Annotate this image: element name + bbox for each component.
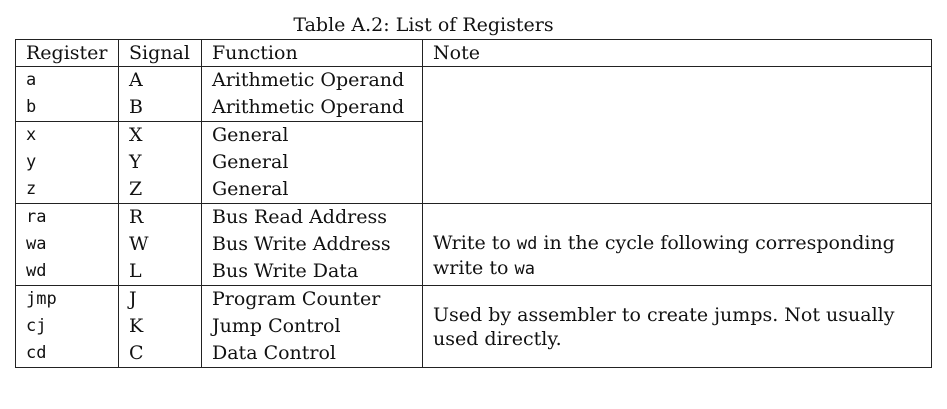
table-header-row: Register Signal Function Note bbox=[15, 39, 932, 67]
signal-cell: L bbox=[118, 258, 202, 286]
column-header-register: Register bbox=[15, 39, 119, 67]
function-cell: Arithmetic Operand bbox=[201, 66, 423, 94]
table-row: x X General bbox=[15, 121, 932, 204]
function-cell: Data Control bbox=[201, 340, 423, 368]
note-text: in the cycle following corresponding wri… bbox=[433, 232, 895, 279]
function-cell: Program Counter bbox=[201, 285, 423, 313]
table-row: ra R Bus Read Address Write to wd in the… bbox=[15, 203, 932, 286]
register-cell: wd bbox=[15, 258, 119, 286]
register-cell: y bbox=[15, 149, 119, 176]
signal-cell: X bbox=[118, 121, 202, 149]
signal-cell: C bbox=[118, 340, 202, 368]
table-row: y Y General bbox=[15, 149, 932, 176]
signal-cell: W bbox=[118, 231, 202, 258]
function-cell: Jump Control bbox=[201, 313, 423, 340]
note-cell-control: Used by assembler to create jumps. Not u… bbox=[422, 285, 932, 368]
table-row: cd C Data Control bbox=[15, 340, 932, 368]
signal-cell: R bbox=[118, 203, 202, 231]
signal-cell: K bbox=[118, 313, 202, 340]
note-cell-empty bbox=[422, 121, 932, 204]
note-code-wd: wd bbox=[516, 234, 538, 254]
register-cell: jmp bbox=[15, 285, 119, 313]
note-cell-empty bbox=[422, 66, 932, 122]
column-header-signal: Signal bbox=[118, 39, 202, 67]
table-row: a A Arithmetic Operand bbox=[15, 66, 932, 122]
signal-cell: Z bbox=[118, 176, 202, 204]
register-cell: a bbox=[15, 66, 119, 94]
function-cell: Bus Read Address bbox=[201, 203, 423, 231]
function-cell: General bbox=[201, 149, 423, 176]
table-caption: Table A.2: List of Registers bbox=[293, 14, 554, 36]
note-cell-bus-write: Write to wd in the cycle following corre… bbox=[422, 203, 932, 286]
note-text: Write to bbox=[433, 232, 517, 254]
register-cell: cj bbox=[15, 313, 119, 340]
function-cell: General bbox=[201, 121, 423, 149]
function-cell: General bbox=[201, 176, 423, 204]
register-cell: b bbox=[15, 94, 119, 122]
table-row: wa W Bus Write Address bbox=[15, 231, 932, 258]
signal-cell: Y bbox=[118, 149, 202, 176]
signal-cell: J bbox=[118, 285, 202, 313]
signal-cell: B bbox=[118, 94, 202, 122]
function-cell: Bus Write Data bbox=[201, 258, 423, 286]
register-cell: wa bbox=[15, 231, 119, 258]
function-cell: Bus Write Address bbox=[201, 231, 423, 258]
register-cell: ra bbox=[15, 203, 119, 231]
column-header-note: Note bbox=[422, 39, 932, 67]
table-row: wd L Bus Write Data bbox=[15, 258, 932, 286]
register-cell: x bbox=[15, 121, 119, 149]
signal-cell: A bbox=[118, 66, 202, 94]
column-header-function: Function bbox=[201, 39, 423, 67]
table-row: jmp J Program Counter Used by assembler … bbox=[15, 285, 932, 368]
table-row: z Z General bbox=[15, 176, 932, 204]
note-code-wa: wa bbox=[514, 259, 535, 279]
table-row: cj K Jump Control bbox=[15, 313, 932, 340]
registers-table: Register Signal Function Note a A Arithm… bbox=[15, 39, 932, 368]
register-cell: cd bbox=[15, 340, 119, 368]
table-row: b B Arithmetic Operand bbox=[15, 94, 932, 122]
register-cell: z bbox=[15, 176, 119, 204]
function-cell: Arithmetic Operand bbox=[201, 94, 423, 122]
